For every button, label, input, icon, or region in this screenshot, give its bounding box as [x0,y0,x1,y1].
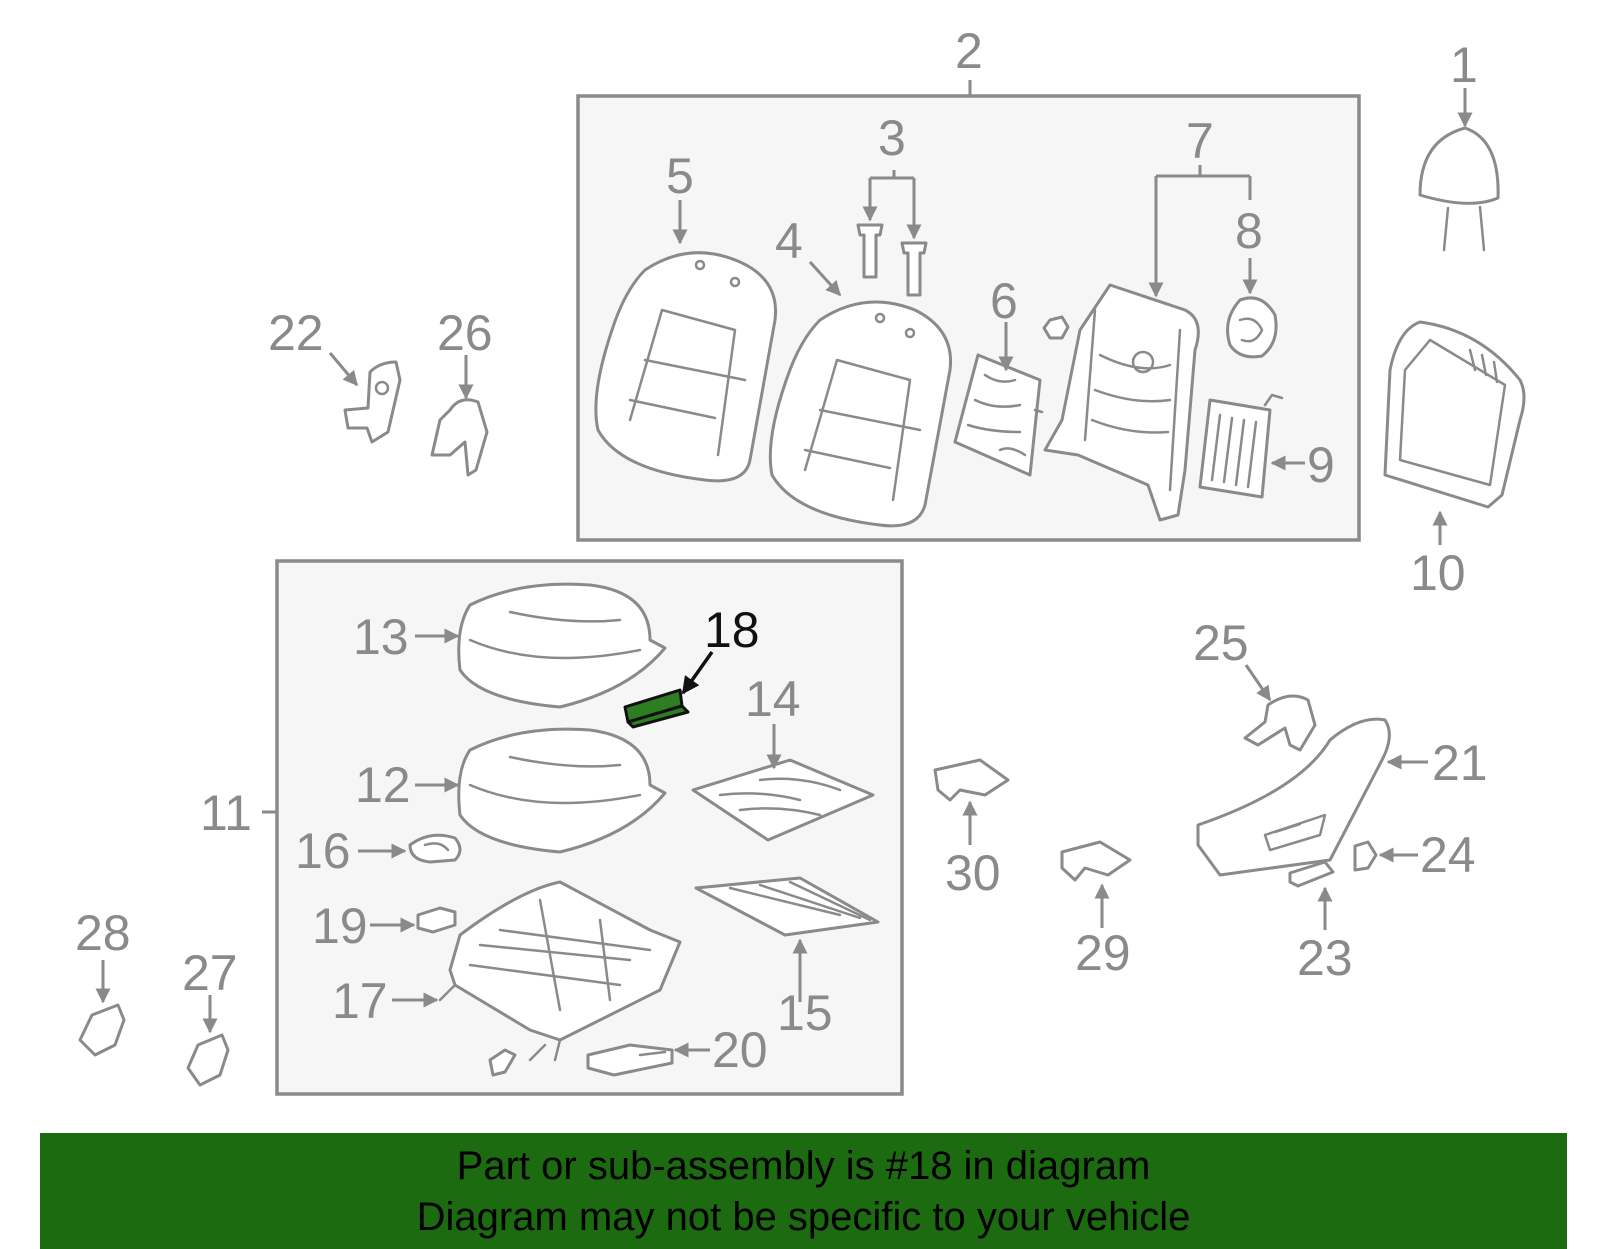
callout-28: 28 [75,905,131,961]
callout-23: 23 [1297,930,1353,986]
bolts-part[interactable] [856,223,928,297]
cushion-cover-part[interactable] [457,582,667,709]
side-shield-21-part[interactable] [1196,717,1391,877]
callout-25: 25 [1193,615,1249,671]
knob-23-part[interactable] [1288,860,1335,888]
part-18-highlighted[interactable] [623,688,690,729]
callout-18: 18 [704,602,760,658]
callout-13: 13 [353,609,409,665]
knob-24-part[interactable] [1353,840,1378,872]
callout-20: 20 [712,1022,768,1078]
callout-30: 30 [945,845,1001,901]
callout-8: 8 [1235,203,1263,259]
callout-6: 6 [990,273,1018,329]
motor-16-part[interactable] [408,833,462,864]
bracket-30-part[interactable] [933,758,1010,802]
control-module-20-part[interactable] [586,1043,674,1077]
switch-19-part[interactable] [416,906,457,934]
callout-2: 2 [955,23,983,79]
callout-29: 29 [1075,925,1131,981]
callout-24: 24 [1420,827,1476,883]
bracket-29-part[interactable] [1060,840,1132,882]
cover-27-part[interactable] [186,1033,230,1087]
seatback-frame-part[interactable] [1043,283,1200,522]
seatback-cover-part[interactable] [594,251,778,483]
seat-track-part[interactable] [438,880,682,1062]
callout-19: 19 [312,898,368,954]
callout-17: 17 [332,973,388,1029]
callout-11: 11 [200,785,252,841]
callout-1: 1 [1450,37,1478,93]
info-banner: Part or sub-assembly is #18 in diagram D… [40,1133,1567,1249]
callout-26: 26 [437,305,493,361]
headrest-part[interactable] [1418,126,1500,252]
trim-cover-25-part[interactable] [1243,694,1317,752]
callout-21: 21 [1432,735,1488,791]
cushion-mat-part[interactable] [691,758,875,842]
seatback-pad-part[interactable] [768,300,953,528]
callout-15: 15 [777,985,833,1041]
seatback-rear-panel-part[interactable] [1383,320,1526,509]
callout-4: 4 [775,213,803,269]
callout-5: 5 [666,148,694,204]
cushion-pad-part[interactable] [457,727,667,854]
cover-28-part[interactable] [78,1003,126,1057]
callout-10: 10 [1410,545,1466,601]
callout-16: 16 [295,823,351,879]
callout-7: 7 [1186,113,1214,169]
cushion-panel-part[interactable] [694,876,880,937]
lumbar-pad-part[interactable] [953,353,1044,477]
callout-12: 12 [355,757,411,813]
trim-cover-22-part[interactable] [343,360,402,444]
callout-22: 22 [268,305,324,361]
banner-line-disclaimer: Diagram may not be specific to your vehi… [416,1195,1191,1239]
lumbar-motor-part[interactable] [1226,296,1278,359]
banner-line-part: Part or sub-assembly is #18 in diagram [456,1144,1151,1188]
callout-3: 3 [878,110,906,166]
trim-cover-26-part[interactable] [430,398,489,477]
seatback-board-part[interactable] [1198,393,1284,499]
callout-14: 14 [745,671,801,727]
clip-part[interactable] [488,1048,517,1077]
callout-27: 27 [182,945,238,1001]
callout-9: 9 [1307,437,1335,493]
nut-part[interactable] [1042,315,1070,340]
